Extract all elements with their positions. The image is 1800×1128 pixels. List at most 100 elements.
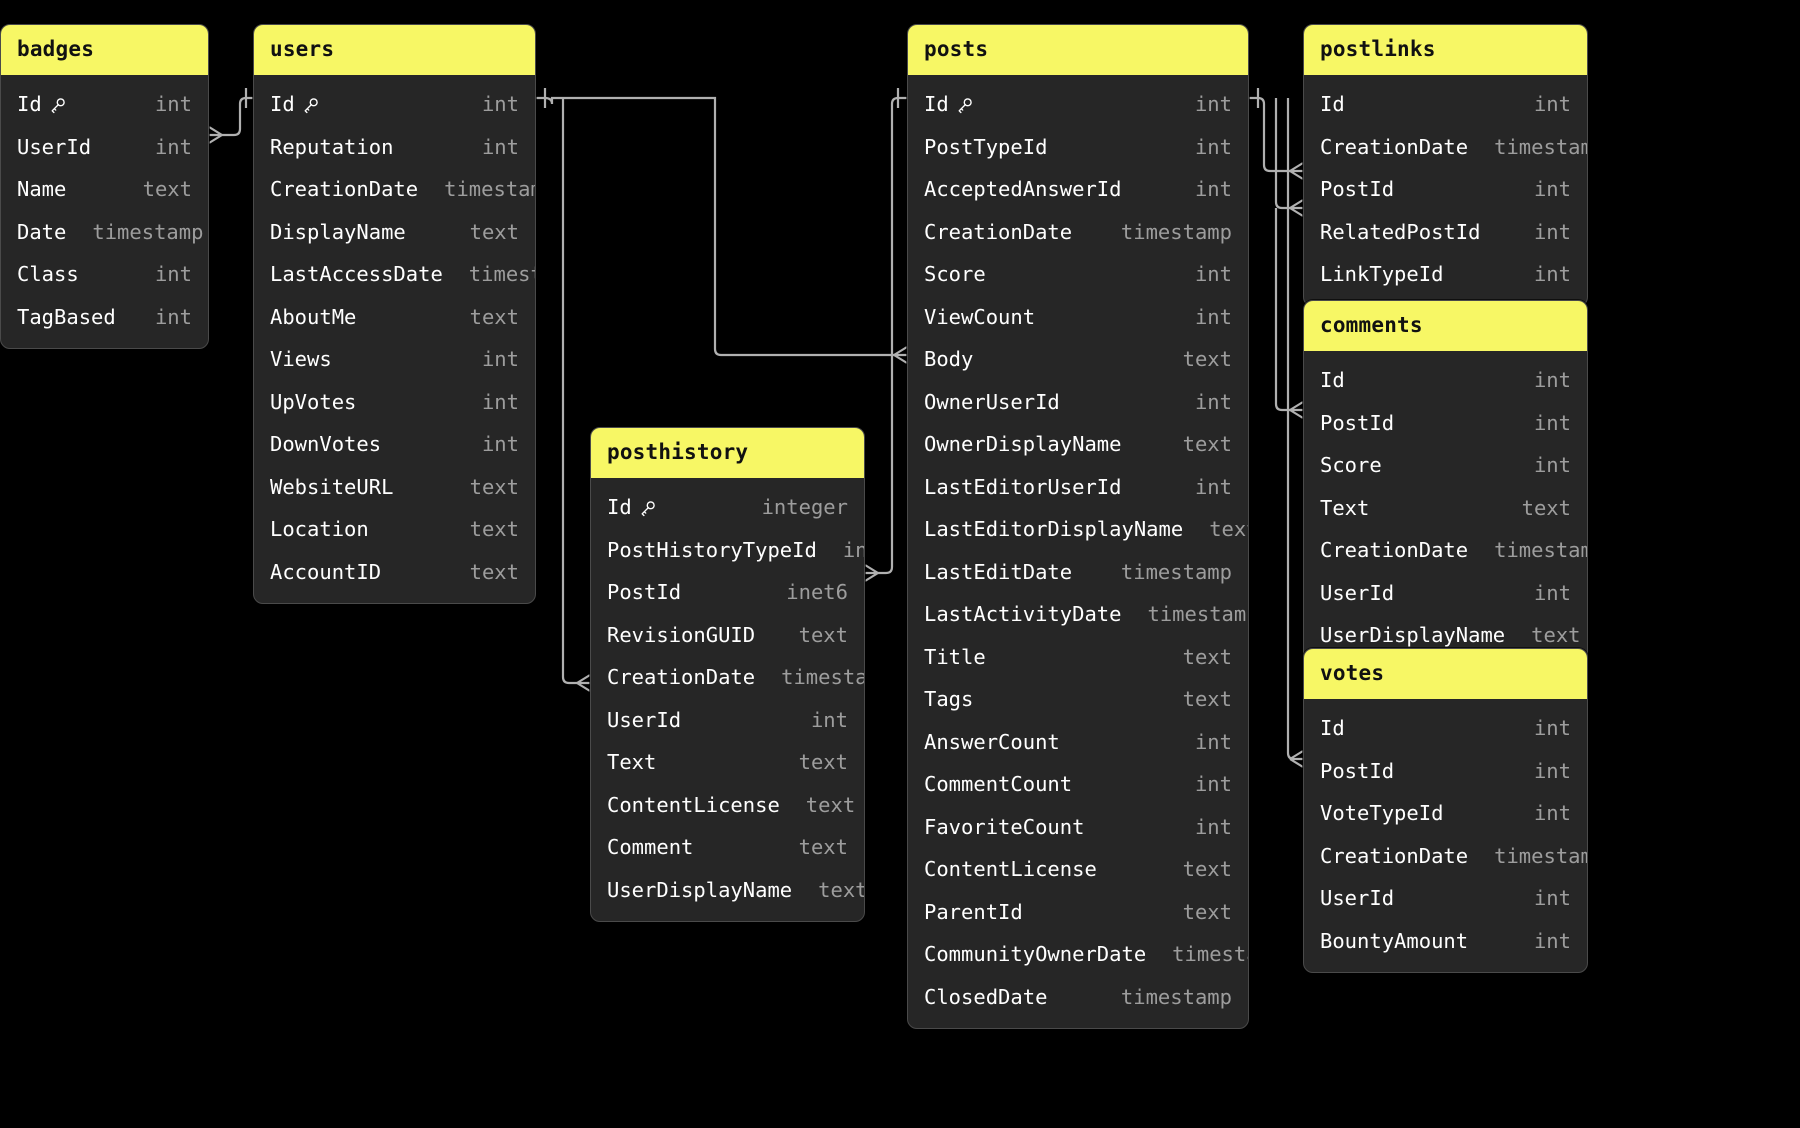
field-name-label: BountyAmount	[1320, 928, 1469, 953]
field-row[interactable]: CommunityOwnerDatetimestamp	[908, 933, 1248, 976]
field-row[interactable]: LastEditorDisplayNametext	[908, 508, 1248, 551]
field-type: int	[1533, 580, 1571, 605]
field-row[interactable]: Location text	[254, 508, 535, 551]
field-type: timestamp	[1494, 134, 1587, 159]
field-type: text	[469, 517, 519, 542]
crowfoot-postlinks-relatedpostid	[1289, 199, 1304, 217]
table-posthistory[interactable]: posthistoryIdintegerPostHistoryTypeIdint…	[590, 427, 865, 922]
field-name-label: DownVotes	[270, 432, 382, 457]
field-type: int	[1194, 389, 1232, 414]
field-row[interactable]: AnswerCount int	[908, 721, 1248, 764]
table-title-users: users	[254, 25, 535, 75]
crowfoot-comments-postid	[1289, 401, 1304, 419]
field-name-label: Id	[1320, 92, 1345, 117]
table-postlinks[interactable]: postlinksIdintCreationDatetimestampPostI…	[1303, 24, 1588, 307]
field-name-label: Location	[270, 517, 369, 542]
field-name: AnswerCount	[924, 730, 1060, 754]
field-name-label: ClosedDate	[924, 984, 1048, 1009]
field-row[interactable]: PostHistoryTypeIdint	[591, 529, 864, 572]
field-name-label: DisplayName	[270, 219, 406, 244]
field-name: CreationDate	[270, 177, 418, 201]
field-type: int	[481, 347, 519, 372]
key-icon	[956, 97, 973, 114]
field-row[interactable]: LastAccessDatetimestamp	[254, 253, 535, 296]
field-type: text	[469, 474, 519, 499]
field-type: int	[1194, 729, 1232, 754]
field-name: PostId	[1320, 177, 1394, 201]
field-name-label: PostTypeId	[924, 134, 1048, 159]
field-name-label: UpVotes	[270, 389, 357, 414]
field-name-label: Body	[924, 347, 974, 372]
field-type: int	[154, 134, 192, 159]
